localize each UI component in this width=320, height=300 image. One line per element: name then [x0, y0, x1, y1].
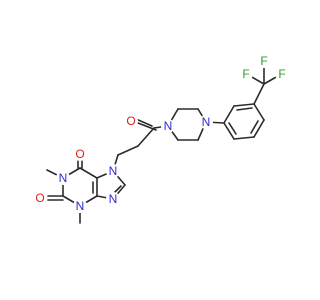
atom-label-layer: O O O N N N N N: [33, 54, 289, 213]
nitrogen-label-amide: N: [161, 119, 175, 133]
atom-n9: N: [109, 192, 118, 206]
nitrogen-label-n1: N: [56, 171, 70, 185]
atom-o-lower: O: [35, 191, 44, 205]
fluorine-label-left: F: [239, 67, 253, 81]
oxygen-label-lower-carbonyl: O: [33, 191, 47, 205]
oxygen-label-ketone: O: [124, 114, 138, 128]
atom-o-ketone: O: [126, 114, 135, 128]
nitrogen-label-n7: N: [106, 164, 120, 178]
nitrogen-label-aryl: N: [199, 115, 213, 129]
atom-n1: N: [59, 171, 68, 185]
atom-o-upper: O: [75, 147, 84, 161]
fluorine-label-top: F: [257, 54, 271, 68]
atom-f1: F: [260, 54, 267, 68]
atom-n7: N: [109, 164, 118, 178]
atom-n3: N: [76, 199, 85, 213]
fluorine-label-right: F: [275, 67, 289, 81]
atom-f2: F: [242, 67, 249, 81]
chemical-structure-diagram: O O O N N N N N: [33, 54, 289, 224]
oxygen-label-upper-carbonyl: O: [73, 147, 87, 161]
nitrogen-label-n3: N: [73, 199, 87, 213]
nitrogen-label-n9: N: [106, 192, 120, 206]
atom-n-aryl: N: [202, 115, 211, 129]
atom-n-amide: N: [164, 119, 173, 133]
atom-f3: F: [278, 67, 285, 81]
